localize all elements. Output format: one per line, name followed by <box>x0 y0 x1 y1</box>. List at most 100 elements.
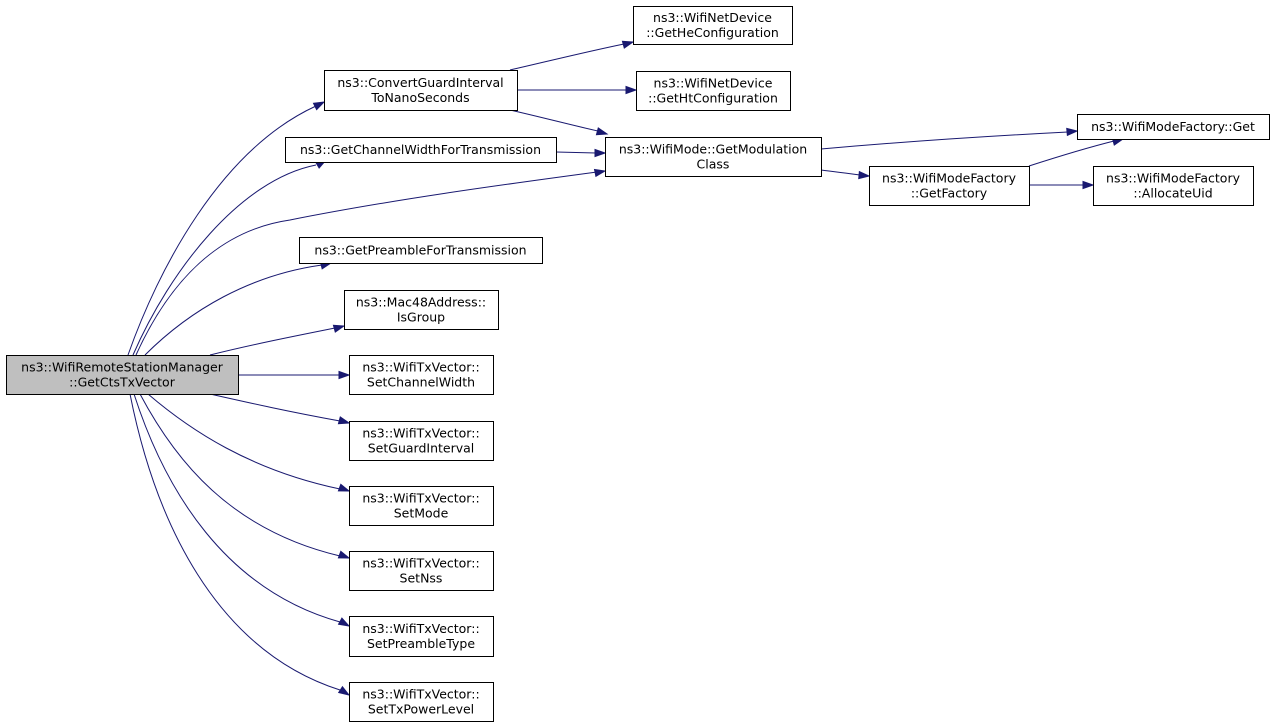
edge-line <box>129 393 341 691</box>
edge-convertGI-to-getHt <box>517 85 638 95</box>
edge-getFactory-to-allocUid <box>1029 180 1095 190</box>
node-box <box>633 6 793 45</box>
arrowhead-icon <box>625 85 638 95</box>
edge-convertGI-to-modClass <box>509 109 609 136</box>
edge-root-to-setGI <box>209 393 351 425</box>
node-label-line: Class <box>697 157 730 172</box>
node-box <box>869 166 1030 206</box>
node-setGI[interactable]: ns3::WifiTxVector::SetGuardInterval <box>349 421 494 461</box>
node-label-line: ns3::WifiTxVector:: <box>362 360 479 375</box>
node-box <box>299 237 543 264</box>
node-setNss[interactable]: ns3::WifiTxVector::SetNss <box>349 551 494 591</box>
edge-line <box>555 151 597 154</box>
node-label-line: ::GetHeConfiguration <box>646 25 779 40</box>
edge-line <box>820 169 861 176</box>
edge-convertGI-to-getHe <box>509 40 635 71</box>
arrowhead-icon <box>337 416 351 425</box>
node-label-line: SetMode <box>394 506 449 521</box>
node-label-line: ns3::WifiModeFactory <box>882 171 1017 186</box>
arrowhead-icon <box>337 617 351 627</box>
arrowhead-icon <box>621 40 635 49</box>
arrowhead-icon <box>337 685 351 696</box>
node-root[interactable]: ns3::WifiRemoteStationManager::GetCtsTxV… <box>6 355 239 395</box>
node-label-line: SetGuardInterval <box>368 441 475 456</box>
node-label-line: ::GetHtConfiguration <box>648 91 778 106</box>
node-getHt[interactable]: ns3::WifiNetDevice::GetHtConfiguration <box>636 71 791 111</box>
node-box <box>636 71 791 111</box>
edge-line <box>509 43 625 71</box>
arrowhead-icon <box>338 370 351 380</box>
edge-root-to-setNss <box>139 393 351 559</box>
node-isGroup[interactable]: ns3::Mac48Address::IsGroup <box>344 290 499 330</box>
node-setChanWidth[interactable]: ns3::WifiTxVector::SetChannelWidth <box>349 355 494 395</box>
edge-line <box>144 264 323 356</box>
node-label-line: ns3::WifiTxVector:: <box>362 491 479 506</box>
arrowhead-icon <box>337 550 351 559</box>
node-getFactory[interactable]: ns3::WifiModeFactory::GetFactory <box>869 166 1030 206</box>
node-chanWidth[interactable]: ns3::GetChannelWidthForTransmission <box>285 137 557 163</box>
node-preamble[interactable]: ns3::GetPreambleForTransmission <box>299 237 543 264</box>
node-label-line: ns3::WifiModeFactory::Get <box>1091 119 1255 134</box>
edge-getFactory-to-factGet <box>1028 137 1125 167</box>
node-box <box>6 355 239 395</box>
node-box <box>1077 114 1270 140</box>
edge-root-to-chanWidth <box>132 159 328 356</box>
node-label-line: ns3::WifiTxVector:: <box>362 556 479 571</box>
edge-line <box>509 109 599 132</box>
node-box <box>344 290 499 330</box>
arrowhead-icon <box>312 101 326 111</box>
node-label-line: IsGroup <box>397 310 445 325</box>
node-label-line: ns3::Mac48Address:: <box>356 295 486 310</box>
edge-line <box>135 171 598 356</box>
node-box <box>349 682 494 722</box>
node-box <box>1093 166 1254 206</box>
edge-root-to-convertGI <box>127 101 326 356</box>
edge-root-to-setTxPower <box>129 393 351 696</box>
node-label-line: SetPreambleType <box>367 636 475 651</box>
edge-line <box>139 393 341 557</box>
node-label-line: ns3::ConvertGuardInterval <box>337 75 503 90</box>
node-setPreamble[interactable]: ns3::WifiTxVector::SetPreambleType <box>349 616 494 657</box>
arrowhead-icon <box>1066 127 1079 137</box>
node-box <box>349 421 494 461</box>
node-setTxPower[interactable]: ns3::WifiTxVector::SetTxPowerLevel <box>349 682 494 722</box>
node-box <box>349 486 494 526</box>
node-box <box>349 551 494 591</box>
node-allocUid[interactable]: ns3::WifiModeFactory::AllocateUid <box>1093 166 1254 206</box>
nodes-layer: ns3::WifiRemoteStationManager::GetCtsTxV… <box>6 6 1270 722</box>
arrowhead-icon <box>595 127 609 136</box>
arrowhead-icon <box>332 324 346 333</box>
node-getHe[interactable]: ns3::WifiNetDevice::GetHeConfiguration <box>633 6 793 45</box>
node-label-line: ns3::WifiModeFactory <box>1106 171 1241 186</box>
node-box <box>285 137 557 163</box>
arrowhead-icon <box>593 168 607 178</box>
node-box <box>324 70 518 111</box>
node-label-line: ns3::GetPreambleForTransmission <box>314 243 526 258</box>
node-factGet[interactable]: ns3::WifiModeFactory::Get <box>1077 114 1270 140</box>
node-label-line: ::GetCtsTxVector <box>69 375 176 390</box>
node-box <box>349 616 494 657</box>
arrowhead-icon <box>858 170 871 180</box>
node-label-line: SetChannelWidth <box>367 375 475 390</box>
node-label-line: ToNanoSeconds <box>370 90 469 105</box>
edges-layer <box>127 40 1125 696</box>
arrowhead-icon <box>594 148 607 158</box>
edge-root-to-isGroup <box>209 324 346 356</box>
node-label-line: ::AllocateUid <box>1133 186 1212 201</box>
node-label-line: ns3::WifiRemoteStationManager <box>21 360 224 375</box>
node-label-line: ns3::WifiTxVector:: <box>362 621 479 636</box>
edge-line <box>147 393 341 490</box>
edge-line <box>133 393 341 623</box>
edge-root-to-preamble <box>144 261 333 356</box>
edge-modClass-to-getFactory <box>820 169 871 180</box>
node-label-line: ::GetFactory <box>911 186 988 201</box>
node-setMode[interactable]: ns3::WifiTxVector::SetMode <box>349 486 494 526</box>
arrowhead-icon <box>337 483 351 492</box>
node-label-line: SetTxPowerLevel <box>368 702 474 717</box>
node-label-line: ns3::WifiNetDevice <box>653 10 772 25</box>
node-label-line: ns3::WifiTxVector:: <box>362 687 479 702</box>
edge-root-to-setPreamble <box>133 393 351 627</box>
